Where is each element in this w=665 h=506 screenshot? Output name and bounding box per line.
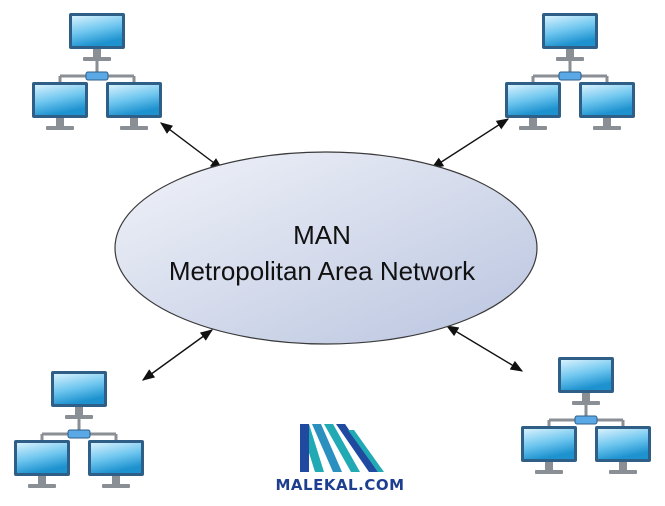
switch-icon <box>67 429 91 439</box>
computer-icon <box>51 371 107 419</box>
computer-icon <box>558 357 614 405</box>
switch-icon <box>85 71 109 81</box>
computer-icon <box>88 440 144 488</box>
switch-icon <box>558 71 582 81</box>
computer-icon <box>521 426 577 474</box>
computer-cluster-bottom-left <box>14 371 144 488</box>
switch-icon <box>574 415 598 425</box>
computer-icon <box>542 13 598 61</box>
connections <box>141 118 524 381</box>
computer-icon <box>69 13 125 61</box>
computer-icon <box>32 82 88 130</box>
man-hub-ellipse <box>114 151 538 345</box>
computer-cluster-top-left <box>32 13 162 130</box>
connection-arrow-top-right <box>430 118 510 169</box>
malekal-logo: MALEKAL.COM <box>275 424 404 494</box>
computer-icon <box>106 82 162 130</box>
computer-icon <box>505 82 561 130</box>
hub-title: MAN <box>293 220 351 250</box>
connection-arrow-bottom-left <box>141 329 214 381</box>
man-hub: MAN Metropolitan Area Network <box>114 151 538 345</box>
logo-text: MALEKAL.COM <box>275 476 404 494</box>
mountain-logo-icon <box>300 424 384 472</box>
computer-icon <box>14 440 70 488</box>
hub-subtitle: Metropolitan Area Network <box>169 256 476 286</box>
computer-icon <box>579 82 635 130</box>
connection-arrow-top-left <box>159 122 224 170</box>
computer-icon <box>595 426 651 474</box>
connection-arrow-bottom-right <box>445 325 524 372</box>
computer-cluster-bottom-right <box>521 357 651 474</box>
computer-cluster-top-right <box>505 13 635 130</box>
